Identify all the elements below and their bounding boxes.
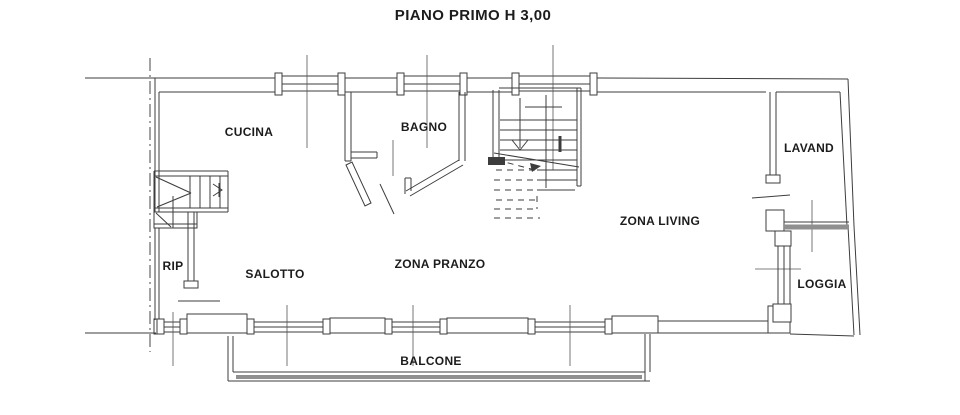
balcony xyxy=(227,334,651,382)
window-top-3 xyxy=(511,72,598,96)
window-bottom-small xyxy=(156,318,188,335)
stair-direction-arrow xyxy=(511,98,529,151)
bagno-door-leaf xyxy=(345,161,372,207)
room-label-zona-living: ZONA LIVING xyxy=(620,214,700,228)
lavand-partition xyxy=(751,92,791,199)
window-bottom-pranzo-1 xyxy=(384,318,448,335)
room-labels: CUCINA BAGNO LAVAND RIP SALOTTO ZONA PRA… xyxy=(163,120,847,368)
bagno-partitions xyxy=(344,92,466,215)
room-label-balcone: BALCONE xyxy=(400,354,461,368)
room-label-bagno: BAGNO xyxy=(401,120,447,134)
left-staircase xyxy=(153,170,229,229)
left-stair-arrow xyxy=(212,183,223,197)
rip-partition xyxy=(178,212,220,302)
room-label-cucina: CUCINA xyxy=(225,125,273,139)
page-title: PIANO PRIMO H 3,00 xyxy=(395,7,551,24)
bagno-door-swing xyxy=(379,183,395,215)
room-label-lavand: LAVAND xyxy=(784,141,834,155)
break-line-arrowhead xyxy=(530,163,541,172)
exterior-walls xyxy=(153,77,861,337)
reference-lines xyxy=(85,58,156,352)
window-top-2 xyxy=(396,72,468,96)
room-label-rip: RIP xyxy=(163,259,184,273)
loggia-enclosure xyxy=(765,209,849,323)
main-staircase xyxy=(488,87,582,219)
window-top-1 xyxy=(274,72,346,96)
loggia-window xyxy=(772,230,792,323)
window-bottom-salotto xyxy=(246,318,331,335)
lavand-door-leaf xyxy=(751,194,791,199)
room-label-loggia: LOGGIA xyxy=(797,277,846,291)
room-label-salotto: SALOTTO xyxy=(245,267,304,281)
room-label-zona-pranzo: ZONA PRANZO xyxy=(395,257,486,271)
stair-wall-foot xyxy=(488,157,505,165)
